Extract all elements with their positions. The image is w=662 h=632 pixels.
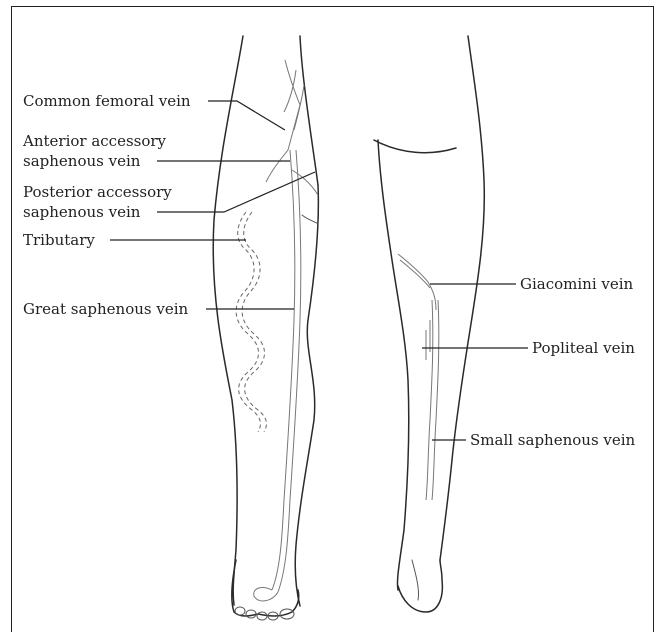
label-anterior-accessory-line2: saphenous vein <box>23 152 141 170</box>
knee-crease <box>302 215 318 224</box>
great-saphenous-vein-a <box>272 150 295 590</box>
gluteal-fold <box>374 140 456 153</box>
posterior-accessory-vein <box>292 170 318 195</box>
leader-common-femoral <box>208 101 285 130</box>
groin-outline <box>300 36 318 185</box>
anterior-leg <box>213 36 318 620</box>
leader-lines <box>110 101 528 440</box>
anterior-leg-medial-outline <box>295 185 318 606</box>
label-anterior-accessory-line1: Anterior accessory <box>22 132 167 150</box>
label-small-saphenous-vein: Small saphenous vein <box>470 431 636 449</box>
posterior-leg-medial-outline <box>378 140 409 590</box>
giacomini-vein-inner <box>400 260 430 288</box>
anterior-accessory-vein <box>266 150 288 182</box>
heel-outline <box>398 560 442 612</box>
anterior-leg-lateral-outline <box>213 36 243 605</box>
toes <box>235 607 294 620</box>
posterior-leg-lateral-outline <box>440 36 484 560</box>
toe-1 <box>235 607 245 615</box>
leader-posterior-accessory <box>157 172 315 212</box>
toe-2 <box>246 610 256 618</box>
ankle-line <box>412 560 419 600</box>
label-giacomini-vein: Giacomini vein <box>520 275 634 293</box>
small-saphenous-vein-a <box>426 300 433 500</box>
dorsal-venous-arch <box>254 588 278 601</box>
tributary-vein-b <box>242 212 266 432</box>
label-posterior-accessory-line1: Posterior accessory <box>23 183 172 201</box>
label-tributary: Tributary <box>23 231 95 249</box>
tributary-vein-a <box>236 212 260 432</box>
common-femoral-vein <box>284 60 304 150</box>
label-great-saphenous-vein: Great saphenous vein <box>23 300 189 318</box>
labels: Common femoral vein Anterior accessory s… <box>22 92 636 449</box>
popliteal-vein <box>426 320 430 360</box>
posterior-leg <box>374 36 484 612</box>
label-common-femoral-vein: Common femoral vein <box>23 92 191 110</box>
label-posterior-accessory-line2: saphenous vein <box>23 203 141 221</box>
label-popliteal-vein: Popliteal vein <box>532 339 635 357</box>
